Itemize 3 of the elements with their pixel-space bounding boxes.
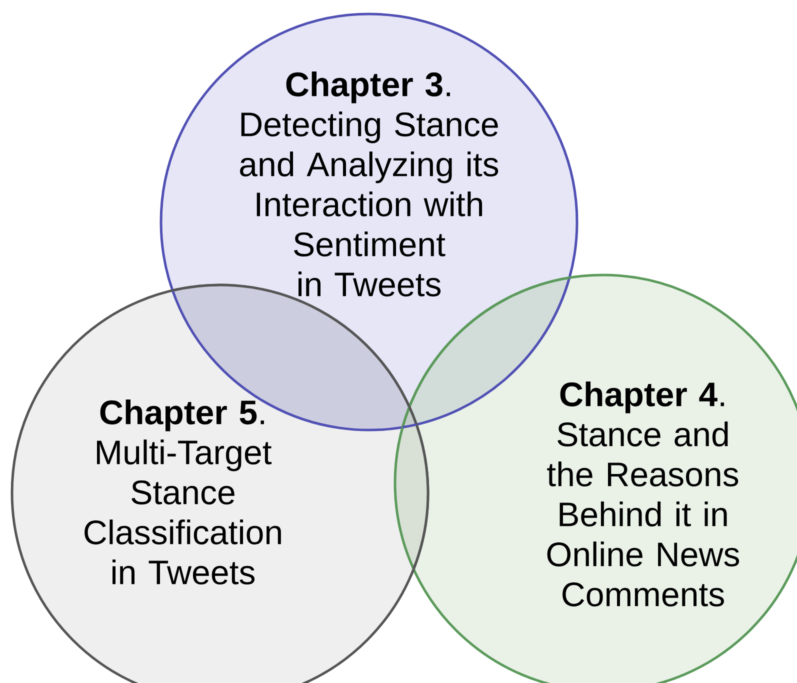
chapter-text: Chapter 5. Multi-Target Stance Classification in Tweets [84,400,281,584]
chapter-text: Chapter 3. Detecting Stance and Analyzing its Interaction with Sentiment in Tweets [240,72,498,296]
chapter-text: Chapter 4. Stance and the Reasons Behind it in Online News Comments [547,382,740,606]
